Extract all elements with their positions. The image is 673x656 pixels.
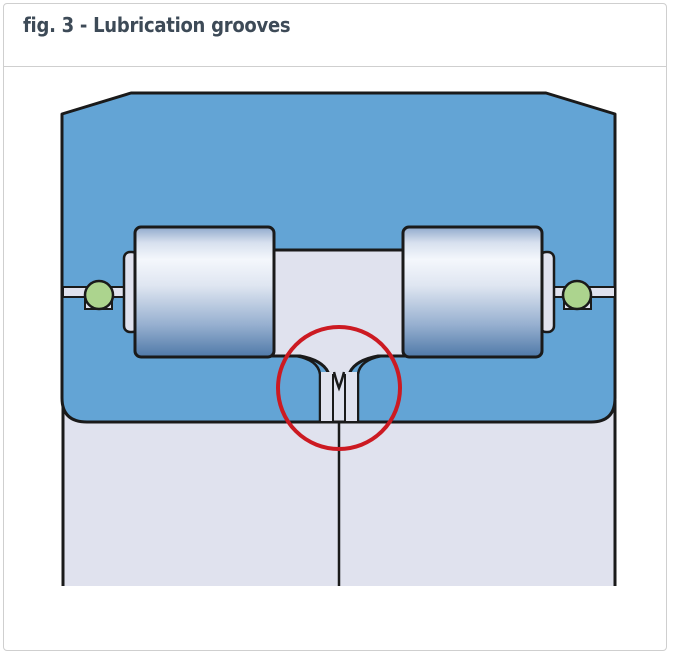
figure-title: fig. 3 - Lubrication grooves bbox=[23, 13, 291, 37]
inner-ring bbox=[61, 395, 617, 586]
roller-right bbox=[401, 225, 544, 359]
inner-raceway bbox=[268, 248, 412, 424]
roller-left bbox=[133, 225, 276, 359]
lubrication-groove-highlight bbox=[276, 325, 402, 451]
seal-left bbox=[83, 279, 115, 311]
seal-right bbox=[561, 279, 593, 311]
figure-header: fig. 3 - Lubrication grooves bbox=[4, 4, 666, 67]
